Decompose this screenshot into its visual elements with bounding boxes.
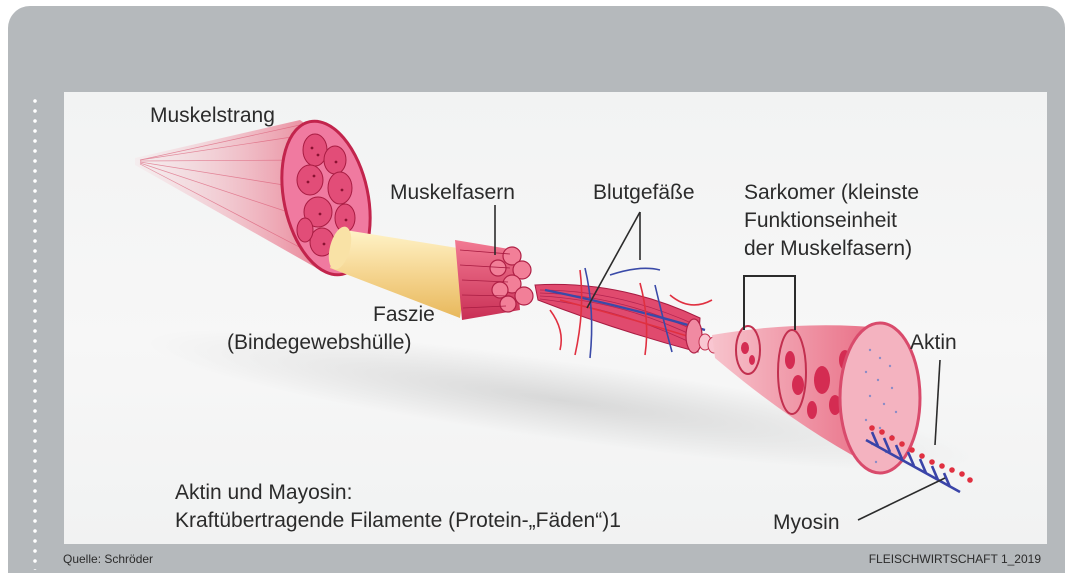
label-myosin: Myosin [773, 510, 840, 536]
label-faszie: Faszie [373, 302, 435, 328]
label-aktin: Aktin [910, 330, 957, 356]
muscle-fiber-end [686, 319, 702, 353]
sarcomere-cross-section [840, 323, 920, 473]
label-muskelstrang: Muskelstrang [150, 103, 275, 129]
label-sarkomer-line1: Sarkomer (kleinste [744, 180, 919, 206]
label-sarkomer-line2: Funktionseinheit [744, 208, 897, 234]
source-credit: Quelle: Schröder [63, 552, 153, 566]
label-muskelfasern: Muskelfasern [390, 180, 515, 206]
caption-line2: Kraftübertragende Filamente (Protein-„Fä… [175, 508, 621, 534]
label-blutgefaesse: Blutgefäße [593, 180, 695, 206]
muscle-fiber-single [535, 284, 700, 352]
caption-line1: Aktin und Mayosin: [175, 480, 352, 506]
label-sarkomer-line3: der Muskelfasern) [744, 236, 912, 262]
label-bindegewebshuelle: (Bindegewebshülle) [227, 330, 411, 356]
sarcomere-bracket [744, 276, 795, 330]
publication-credit: FLEISCHWIRTSCHAFT 1_2019 [869, 552, 1041, 566]
